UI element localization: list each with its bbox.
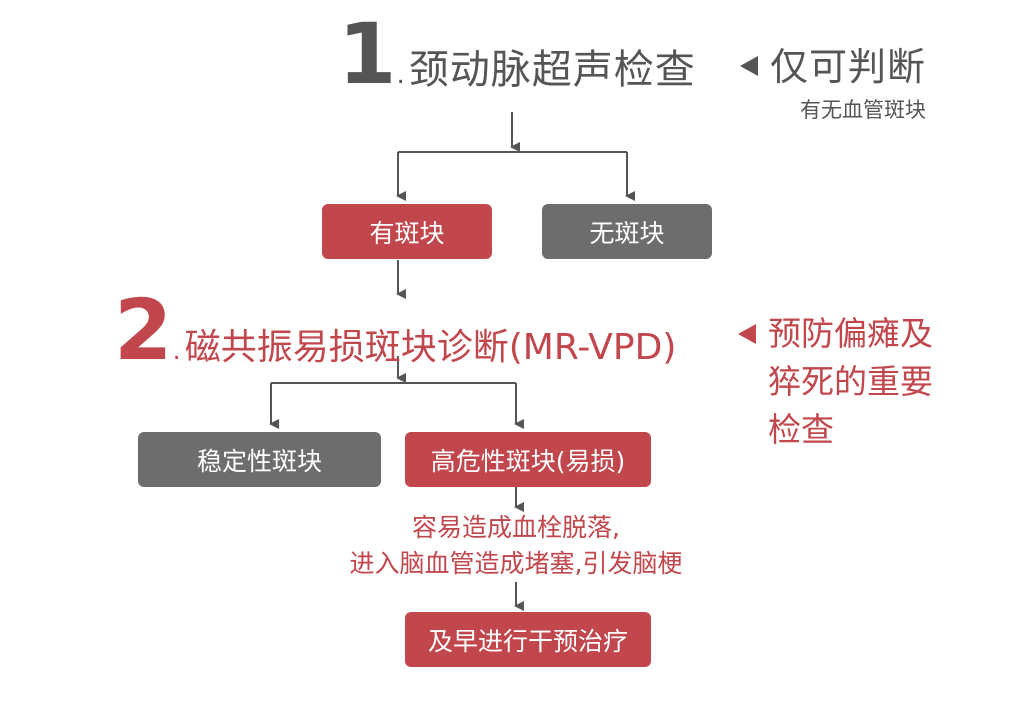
step1-title: 颈动脉超声检查: [408, 47, 696, 93]
outcome-line: 容易造成血栓脱落,: [412, 513, 620, 542]
step2-note: 预防偏瘫及 猝死的重要 检查: [738, 310, 933, 454]
no-plaque-box: 无斑块: [542, 204, 712, 259]
step2-number: 2: [114, 281, 173, 379]
triangle-left-icon: [740, 56, 758, 76]
step2-note-line: 预防偏瘫及: [768, 314, 933, 353]
outcome-line: 进入脑血管造成堵塞,引发脑梗: [349, 549, 683, 578]
step2-heading: 2 . 磁共振易损斑块诊断(MR-VPD): [114, 288, 676, 372]
step1-number: 1: [338, 5, 397, 103]
stable-plaque-box: 稳定性斑块: [138, 432, 381, 487]
step2-title: 磁共振易损斑块诊断(MR-VPD): [184, 327, 677, 368]
step1-note: 仅可判断 有无血管斑块: [740, 48, 926, 124]
step2-note-line: 检查: [768, 410, 834, 449]
step2-dot: .: [172, 336, 181, 366]
outcome-description: 容易造成血栓脱落, 进入脑血管造成堵塞,引发脑梗: [316, 510, 716, 582]
triangle-left-icon: [738, 324, 756, 344]
step2-note-line: 猝死的重要: [768, 362, 933, 401]
step1-note-main: 仅可判断: [770, 45, 927, 89]
step1-heading: 1 . 颈动脉超声检查: [338, 12, 696, 96]
step1-note-sub: 有无血管斑块: [800, 98, 927, 122]
step1-dot: .: [396, 60, 405, 90]
has-plaque-box: 有斑块: [322, 204, 492, 259]
early-intervention-box: 及早进行干预治疗: [405, 612, 651, 667]
high-risk-plaque-box: 高危性斑块(易损): [405, 432, 651, 487]
